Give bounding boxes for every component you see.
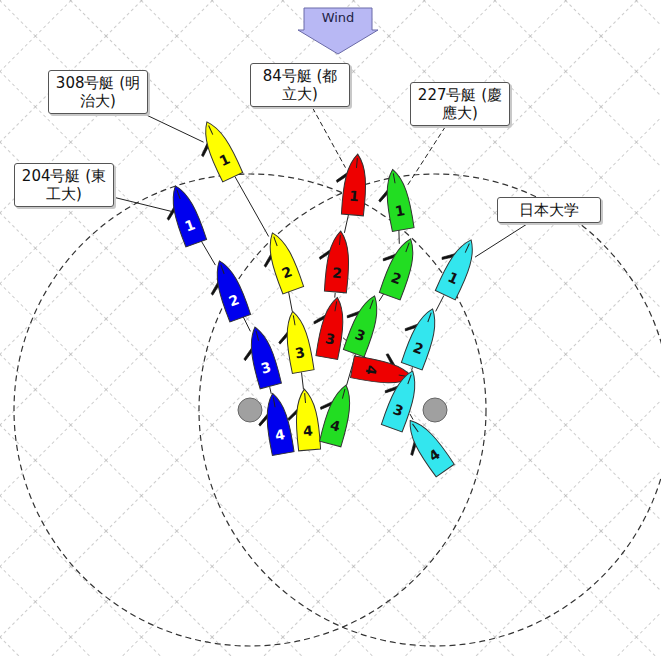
hull-outline — [435, 235, 481, 300]
callout-box: 84号艇 (都立大) — [250, 63, 350, 107]
mast-line — [304, 393, 306, 403]
mast-line — [273, 397, 275, 407]
track-line — [201, 240, 216, 265]
leader-line — [115, 198, 171, 212]
zone-circle — [14, 174, 486, 646]
arrow-outline — [298, 8, 378, 54]
mast-line — [293, 315, 295, 325]
mast-line — [413, 424, 419, 432]
mast-line — [408, 375, 411, 384]
team-label: 84号艇 (都立大) — [257, 67, 343, 103]
mast-line — [370, 300, 373, 309]
callout-box: 204号艇 (東工大) — [14, 163, 114, 207]
callout-box: 日本大学 — [497, 197, 601, 223]
hull-outline — [293, 388, 321, 451]
hull-outline — [324, 230, 352, 293]
track-line — [344, 214, 348, 233]
track-line — [411, 367, 412, 370]
hull-outline — [401, 305, 443, 370]
boat-shape — [322, 230, 353, 294]
leader-line — [145, 114, 203, 142]
callout-box: 227号艇 (慶應大) — [410, 82, 510, 126]
mast-line — [393, 173, 395, 183]
position-number: 1 — [340, 187, 367, 205]
boat-hull: 1 — [339, 153, 370, 217]
mark-buoy — [238, 398, 262, 422]
mast-line — [209, 126, 213, 135]
hull-outline — [262, 392, 295, 456]
hull-outline — [343, 292, 385, 357]
wind-arrow: Wind — [297, 6, 379, 56]
mast-line — [406, 243, 409, 252]
mast-line — [221, 265, 224, 274]
leader-line — [475, 224, 528, 258]
leader-line — [407, 127, 445, 186]
track-line — [436, 295, 444, 311]
boat-shape — [291, 388, 322, 452]
mast-line — [428, 313, 431, 322]
hull-outline — [209, 257, 251, 322]
mast-line — [335, 301, 337, 311]
hull-outline — [382, 168, 415, 232]
mark-buoy — [423, 398, 447, 422]
track-line — [334, 293, 335, 298]
boat-shape — [339, 153, 370, 217]
wind-label: Wind — [297, 10, 379, 25]
boat-hull: 4 — [291, 388, 322, 452]
mast-line — [256, 331, 259, 341]
track-line — [302, 373, 304, 390]
hull-outline — [165, 182, 207, 247]
mast-line — [177, 190, 180, 199]
zone-circle — [199, 174, 661, 646]
mast-line — [356, 158, 358, 168]
hull-outline — [341, 153, 369, 216]
boat-hull: 2 — [322, 230, 353, 294]
team-label: 204号艇 (東工大) — [21, 167, 107, 203]
team-label: 日本大学 — [504, 201, 594, 219]
mast-line — [342, 389, 345, 399]
hull-outline — [381, 367, 423, 432]
track-line — [243, 317, 250, 331]
track-line — [398, 230, 399, 244]
mast-line — [274, 237, 277, 246]
leader-line — [313, 108, 346, 168]
track-line — [410, 414, 413, 420]
mast-line — [465, 244, 469, 253]
hull-outline — [319, 382, 356, 447]
hull-outline — [244, 324, 281, 389]
mast-line — [339, 235, 341, 245]
hull-outline — [401, 414, 454, 477]
hull-outline — [282, 310, 315, 374]
team-label: 308号艇 (明治大) — [55, 74, 141, 110]
team-label: 227号艇 (慶應大) — [417, 86, 503, 122]
hull-outline — [379, 235, 421, 300]
callout-box: 308号艇 (明治大) — [48, 70, 148, 114]
track-line — [288, 291, 292, 312]
hull-outline — [197, 117, 243, 182]
position-number: 2 — [323, 264, 350, 282]
position-number: 4 — [294, 422, 321, 440]
track-line — [235, 177, 269, 237]
track-line — [270, 387, 272, 394]
hull-outline — [262, 229, 304, 294]
